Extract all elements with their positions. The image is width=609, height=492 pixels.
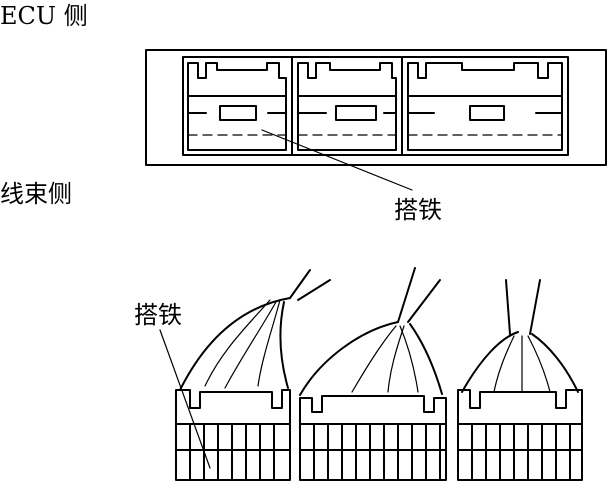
ground-leader-bottom [159, 329, 211, 469]
ecu-connector-outer-frame [145, 49, 607, 166]
harness-connector-3 [457, 279, 583, 481]
ground-leader-top [261, 129, 413, 191]
ecu-socket-block-3 [407, 62, 563, 151]
ecu-connector [145, 49, 607, 191]
harness-side-label: 线束侧 [0, 180, 72, 208]
ground-label-top: 搭铁 [394, 196, 442, 224]
ecu-connector-inner-frame [182, 56, 569, 156]
ecu-side-label: ECU 侧 [0, 2, 88, 30]
harness-connector-2 [299, 267, 447, 481]
harness-connector-1 [159, 269, 331, 481]
ground-label-bottom: 搭铁 [134, 301, 182, 329]
ecu-socket-block-1 [187, 62, 287, 151]
ecu-socket-block-2 [297, 62, 397, 151]
